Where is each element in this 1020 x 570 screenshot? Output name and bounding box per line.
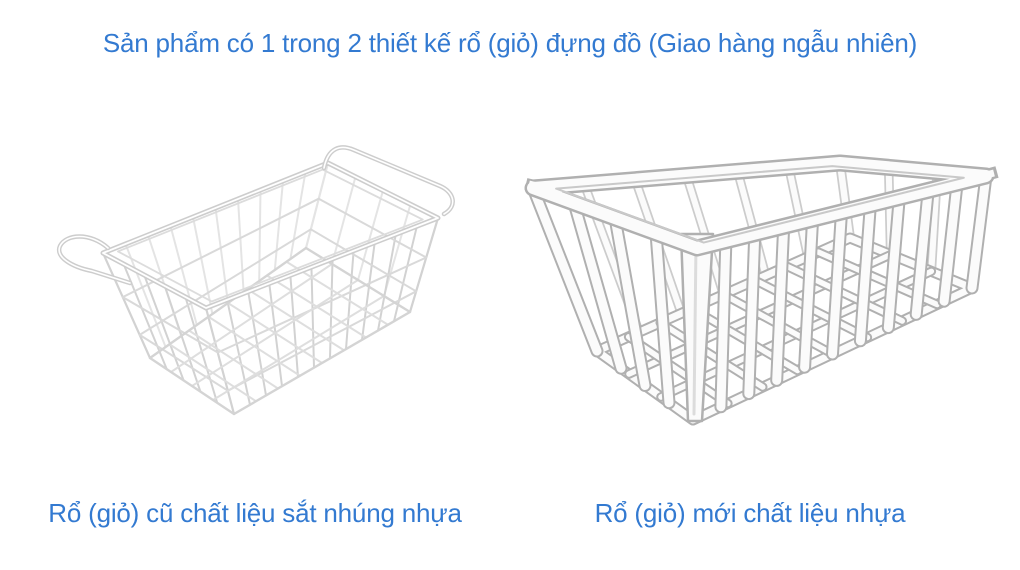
caption-old-basket: Rổ (giỏ) cũ chất liệu sắt nhúng nhựa — [48, 498, 462, 528]
figure-old-basket — [38, 120, 478, 455]
caption-new-basket: Rổ (giỏ) mới chất liệu nhựa — [594, 498, 906, 528]
page-title: Sản phẩm có 1 trong 2 thiết kế rổ (giỏ) … — [102, 28, 918, 58]
wire-basket-image — [56, 145, 455, 416]
figure-new-basket — [520, 138, 1000, 443]
plastic-basket-image — [524, 154, 999, 426]
